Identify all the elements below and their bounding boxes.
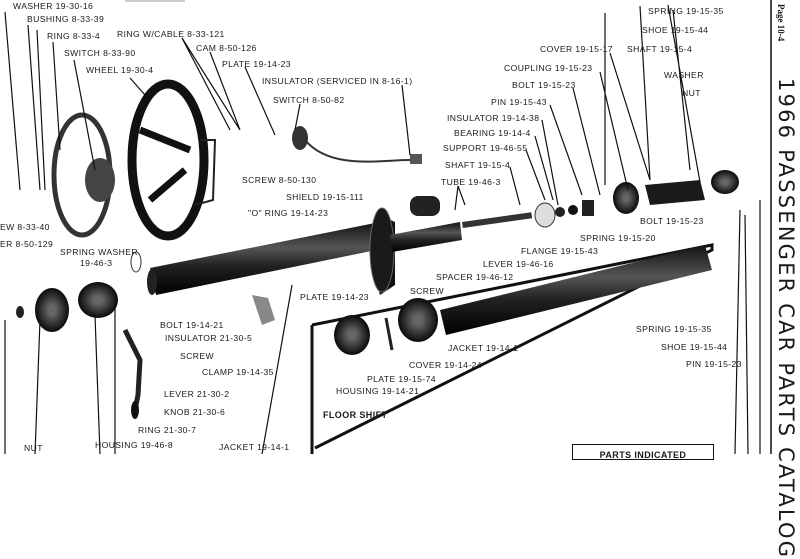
catalog-title: 1966 PASSENGER CAR PARTS CATALOG (774, 78, 798, 559)
label-spring: SPRING 19-15-35 (648, 6, 724, 16)
label-shoe: SHOE 19-15-44 (642, 25, 709, 35)
label-insulator: INSULATOR (SERVICED IN 8-16-1) (262, 76, 413, 86)
leader-lines (4, 4, 761, 454)
label-knob: KNOB 21-30-6 (164, 407, 226, 417)
label-spring-washer: SPRING WASHER (60, 247, 138, 257)
label-lever: LEVER 19-46-16 (483, 259, 554, 269)
label-cover: COVER 19-15-17 (540, 44, 613, 54)
scroll-indicator (125, 0, 185, 2)
label-coupling: COUPLING 19-15-23 (504, 63, 593, 73)
label-switch: SWITCH 8-33-90 (64, 48, 136, 58)
label-cam: CAM 8-50-126 (196, 43, 257, 53)
label-lever: LEVER 21-30-2 (164, 389, 230, 399)
label-ring-cable: RING W/CABLE 8-33-121 (117, 29, 225, 39)
label-spring: SPRING 19-15-20 (580, 233, 656, 243)
label-jacket: JACKET 19-14-1 (219, 442, 290, 452)
label-clamp: CLAMP 19-14-35 (202, 367, 274, 377)
label-shoe: SHOE 19-15-44 (661, 342, 728, 352)
label-screw: SCREW (180, 351, 214, 361)
lower-parts-left (16, 251, 275, 419)
label-bolt: BOLT 19-15-23 (512, 80, 576, 90)
label-screw: SCREW (410, 286, 444, 296)
label-screw: SCREW 8-50-130 (242, 175, 317, 185)
label-plate: PLATE 19-14-23 (300, 292, 369, 302)
parts-indicated-label: PARTS INDICATED (599, 450, 687, 460)
label-pin: PIN 19-15-23 (686, 359, 742, 369)
label-support: SUPPORT 19-46-55 (443, 143, 528, 153)
label-pin: PIN 19-15-43 (491, 97, 547, 107)
label-bolt: BOLT 19-14-21 (160, 320, 224, 330)
label-nut: NUT (24, 443, 43, 453)
label-wheel: WHEEL 19-30-4 (86, 65, 154, 75)
label-shaft: SHAFT 19-15-4 (445, 160, 511, 170)
label-ring: RING 8-33-4 (47, 31, 101, 41)
page-number: Page 10-4 (776, 4, 786, 42)
label-tube: TUBE 19-46-3 (441, 177, 501, 187)
label-flange: FLANGE 19-15-43 (521, 246, 599, 256)
label-washer: WASHER (664, 70, 704, 80)
label-cover: COVER 19-14-24 (409, 360, 482, 370)
label-er: ER 8-50-129 (0, 239, 54, 249)
shaft-components (292, 126, 739, 228)
label-plate: PLATE 19-15-74 (367, 374, 436, 384)
floor-shift-heading: FLOOR SHIFT (323, 410, 388, 420)
steering-wheel (127, 79, 209, 241)
horn-ring-assembly (51, 112, 217, 238)
label-shaft: SHAFT 19-15-4 (627, 44, 693, 54)
label-o-ring: "O" RING 19-14-23 (248, 208, 329, 218)
label-ring: RING 21-30-7 (138, 425, 197, 435)
label-housing: HOUSING 19-46-8 (95, 440, 174, 450)
label-bushing: BUSHING 8-33-39 (27, 14, 105, 24)
steering-column-jacket (147, 207, 462, 295)
label-washer: WASHER 19-30-16 (13, 1, 94, 11)
label-shield: SHIELD 19-15-111 (286, 192, 364, 202)
floor-shift-inset (310, 243, 714, 454)
label-housing: HOUSING 19-14-21 (336, 386, 420, 396)
label-bolt: BOLT 19-15-23 (640, 216, 704, 226)
exploded-diagram (4, 0, 772, 454)
parts-indicated-box: PARTS INDICATED (572, 444, 714, 460)
label-plate: PLATE 19-14-23 (222, 59, 291, 69)
label-insulator: INSULATOR 21-30-5 (165, 333, 253, 343)
label-jacket: JACKET 19-14-1 (448, 343, 519, 353)
label-insulator: INSULATOR 19-14-38 (447, 113, 540, 123)
label-spring: SPRING 19-15-35 (636, 324, 712, 334)
label-bearing: BEARING 19-14-4 (454, 128, 531, 138)
label-switch: SWITCH 8-50-82 (273, 95, 345, 105)
label-spring-washer-number: 19-46-3 (80, 258, 113, 268)
label-screw: EW 8-33-40 (0, 222, 50, 232)
label-spacer: SPACER 19-46-12 (436, 272, 514, 282)
label-nut: NUT (682, 88, 701, 98)
